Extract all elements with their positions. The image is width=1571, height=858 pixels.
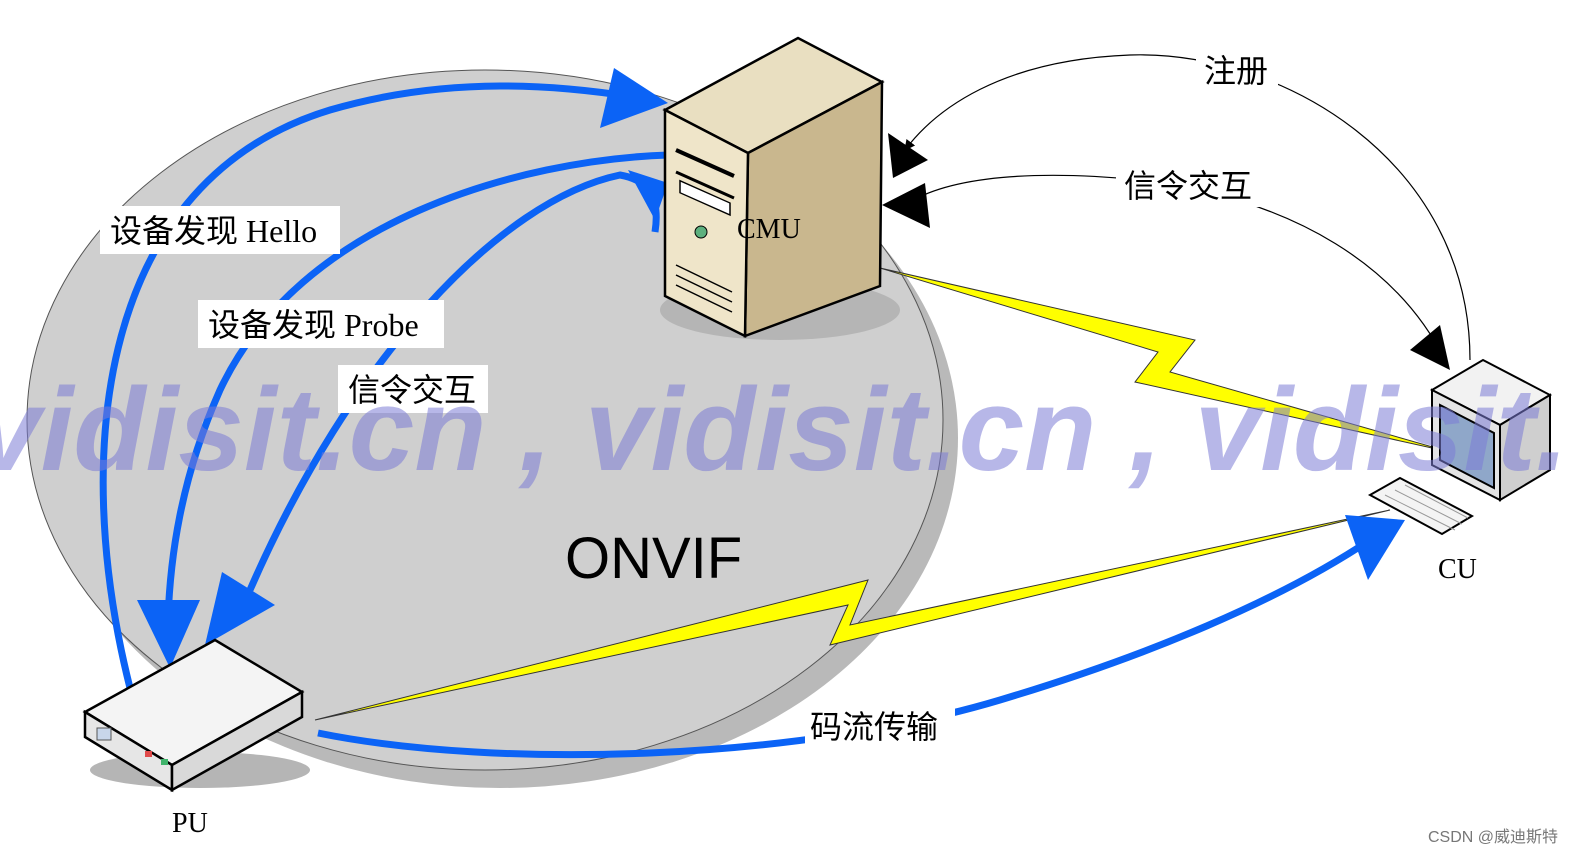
label-register: 注册 xyxy=(1204,53,1268,89)
label-stream: 码流传输 xyxy=(810,709,938,745)
watermark-text: vidisit.cn , vidisit.cn , vidisit.cn xyxy=(0,364,1571,496)
cmu-server-icon xyxy=(660,38,900,340)
onvif-label: ONVIF xyxy=(565,526,742,591)
label-probe: 设备发现 Probe xyxy=(208,307,419,343)
pu-label: PU xyxy=(172,808,208,839)
arrow-register xyxy=(905,55,1470,360)
arrowhead-register xyxy=(888,133,928,178)
credit-text: CSDN @威迪斯特 xyxy=(1428,828,1558,846)
cu-label: CU xyxy=(1438,554,1477,585)
label-hello: 设备发现 Hello xyxy=(110,213,317,249)
label-signal-cu: 信令交互 xyxy=(1124,168,1252,204)
cmu-label: CMU xyxy=(737,214,801,245)
arrowhead-signal-cmu xyxy=(882,183,930,228)
